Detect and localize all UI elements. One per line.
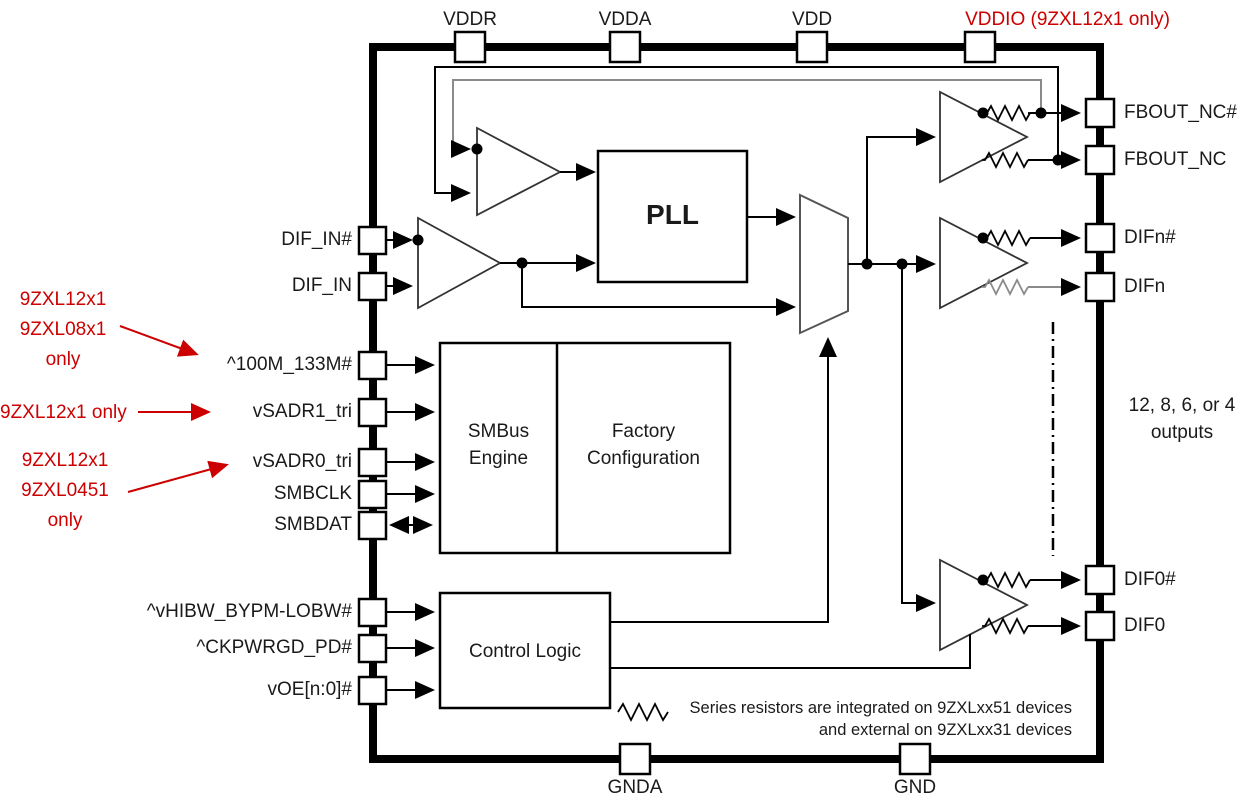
pin-difn [1084, 271, 1116, 303]
pin-label-smbdat: SMBDAT [274, 514, 352, 535]
pin-vddr [453, 30, 487, 64]
pin-dif-in-n [357, 225, 388, 256]
feedback-buffer-icon [476, 126, 562, 217]
pin-label-hibw: ^vHIBW_BYPM-LOBW# [146, 601, 352, 622]
variant-100m-line3: only [45, 349, 81, 370]
outputs-count-note: 12, 8, 6, or 4 outputs [1108, 392, 1256, 446]
pin-label-vdd: VDD [791, 9, 833, 30]
pin-fbout-nc [1084, 144, 1116, 176]
pin-dif-in [357, 271, 388, 302]
fbout-buffer-icon [939, 90, 1029, 184]
factory-config-label: Factory Configuration [586, 421, 701, 469]
pin-label-ckpwrgd: ^CKPWRGD_PD# [196, 637, 352, 658]
buffer-triangles [417, 90, 1029, 652]
variant-sadr0-line2: 9ZXL0451 [21, 480, 109, 501]
pin-label-100m-133m: ^100M_133M# [226, 354, 352, 375]
pin-smbclk [357, 479, 388, 510]
pin-sadr1 [357, 397, 388, 428]
pin-vdd [795, 30, 829, 64]
pin-label-dif-in-n: DIF_IN# [281, 229, 352, 250]
series-resistor-note: Series resistors are integrated on 9ZXLx… [680, 697, 1072, 741]
pin-ckpwrgd [357, 633, 388, 664]
pin-oe [357, 675, 388, 706]
pin-label-vdda: VDDA [598, 9, 652, 30]
resistor-note-line2: and external on 9ZXLxx31 devices [818, 721, 1072, 739]
pin-dif0 [1084, 610, 1116, 642]
outputs-note-line2: outputs [1150, 422, 1214, 443]
control-logic-label: Control Logic [469, 641, 581, 662]
pin-vddio [963, 30, 997, 64]
pin-label-difn: DIFn [1124, 276, 1166, 297]
junction-dots [412, 107, 1064, 586]
pin-label-vddio: VDDIO (9ZXL12x1 only) [965, 9, 1170, 30]
pin-label-oe: vOE[n:0]# [267, 679, 353, 700]
pin-label-difn-n: DIFn# [1124, 227, 1176, 248]
pin-label-vddr: VDDR [443, 9, 497, 30]
feedback-loop-wires [434, 66, 1059, 202]
pin-smbdat [357, 510, 388, 541]
output-wires [982, 103, 1081, 636]
control-logic-block [438, 591, 612, 710]
variant-annotation-sadr1: 9ZXL12x1 only [0, 402, 127, 423]
pin-gnd [898, 742, 932, 776]
pin-label-fbout-nc-n: FBOUT_NC# [1124, 102, 1237, 123]
dif0-buffer-icon [939, 558, 1029, 652]
pin-fbout-nc-n [1084, 97, 1116, 129]
pin-difn-n [1084, 222, 1116, 254]
smbus-engine-label: SMBus Engine [467, 421, 530, 469]
resistor-note-line1: Series resistors are integrated on 9ZXLx… [689, 699, 1072, 717]
pin-label-smbclk: SMBCLK [273, 483, 352, 504]
variant-annotation-sadr0: 9ZXL12x1 9ZXL0451 only [10, 446, 120, 536]
mux-icon [799, 193, 849, 335]
pin-label-sadr0: vSADR0_tri [252, 451, 352, 472]
pll-label: PLL [646, 199, 699, 230]
pin-label-dif0-n: DIF0# [1124, 569, 1176, 590]
annotation-arrows [119, 325, 229, 493]
difn-buffer-icon [939, 216, 1029, 310]
pin-vdda [608, 30, 642, 64]
pin-label-gnda: GNDA [607, 777, 663, 798]
variant-100m-line1: 9ZXL12x1 [19, 289, 107, 310]
variant-100m-line2: 9ZXL08x1 [19, 319, 107, 340]
variant-sadr0-line1: 9ZXL12x1 [21, 450, 109, 471]
pin-label-dif-in: DIF_IN [291, 275, 352, 296]
pin-label-sadr1: vSADR1_tri [252, 401, 352, 422]
pin-sadr0 [357, 447, 388, 478]
signal-wires [386, 128, 971, 699]
input-buffer-icon [417, 216, 502, 310]
variant-sadr0-line3: only [47, 510, 83, 531]
pin-pads [357, 30, 1116, 776]
pin-gnda [618, 742, 652, 776]
outputs-note-line1: 12, 8, 6, or 4 [1128, 395, 1236, 416]
smbus-factory-block [438, 341, 732, 555]
pin-100m-133m [357, 350, 388, 381]
resistor-icon [617, 701, 669, 723]
pin-hibw [357, 597, 388, 628]
pin-label-dif0: DIF0 [1124, 615, 1166, 636]
pin-dif0-n [1084, 564, 1116, 596]
variant-annotation-100m: 9ZXL12x1 9ZXL08x1 only [8, 285, 118, 375]
pin-label-gnd: GND [893, 777, 937, 798]
pin-label-fbout-nc: FBOUT_NC [1124, 149, 1227, 170]
